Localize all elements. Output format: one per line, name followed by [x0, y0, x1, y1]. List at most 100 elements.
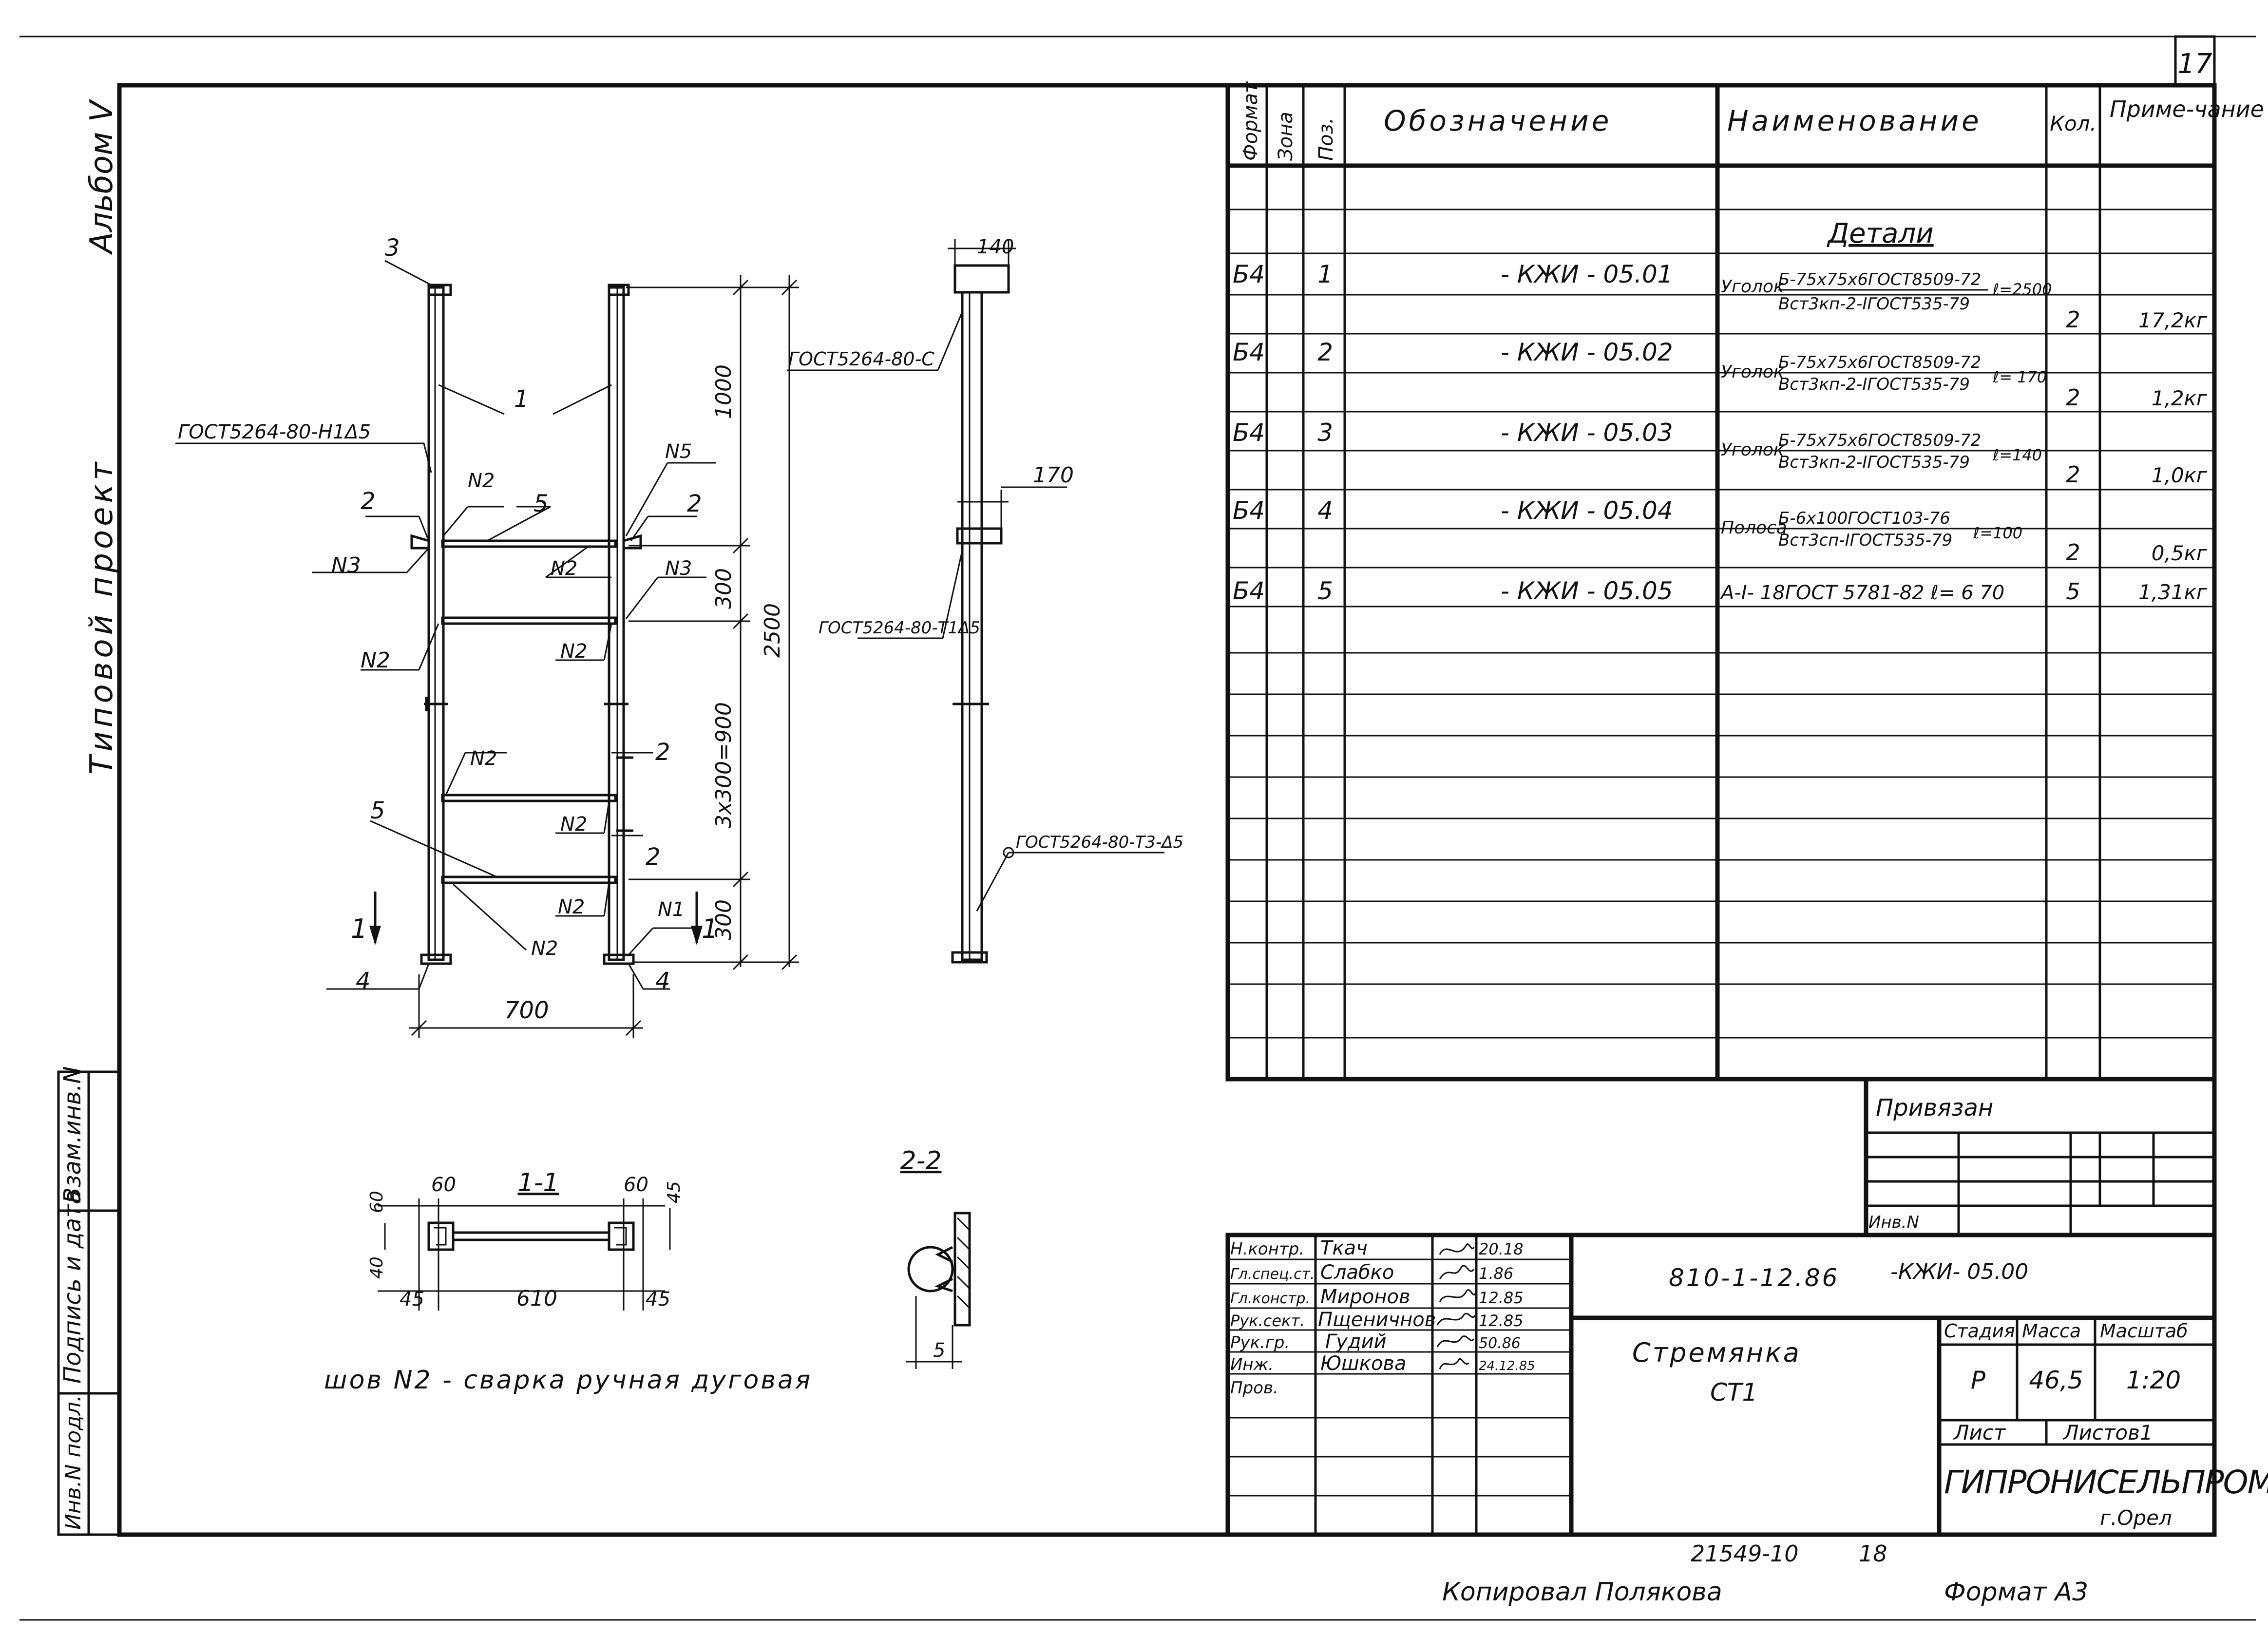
pos-label-3: 3 — [385, 234, 400, 262]
row4-name-prefix: Полоса — [1721, 518, 1787, 538]
signature-row: Рук.сект. Пщеничнов 12.85 — [1230, 1309, 1524, 1331]
row2-name-line2: Вст3кп-2-IГОСТ535-79 — [1778, 375, 1970, 394]
row4-length: ℓ=100 — [1973, 524, 2022, 542]
row1-format: Б4 — [1233, 260, 1265, 288]
dim-3x300: 3х300=900 — [711, 702, 736, 828]
section-1-1-title: 1-1 — [518, 1168, 559, 1198]
handwritten-signature — [1439, 1358, 1469, 1369]
row4-format: Б4 — [1233, 496, 1265, 525]
sig-role-2: Гл.констр. — [1230, 1290, 1310, 1307]
sig-name-1: Слабко — [1320, 1261, 1394, 1284]
spec-table-border — [1225, 83, 2217, 1082]
row4-designation: - КЖИ - 05.04 — [1501, 496, 1673, 525]
copied-by: Копировал Полякова — [1442, 1578, 1722, 1607]
signature-row: Гл.спец.ст. Слабко 1.86 — [1230, 1261, 1513, 1284]
gost-weld-1: ГОСТ5264-80-Н1Δ5 — [178, 421, 371, 443]
pos-label-5a: 5 — [534, 490, 549, 517]
org-name: ГИПРОНИСЕЛЬПРОМ — [1944, 1464, 2268, 1501]
title-line2: СТ1 — [1710, 1378, 1757, 1407]
sig-name-3: Пщеничнов — [1318, 1309, 1436, 1331]
row3-note: 1,0кг — [2152, 463, 2208, 487]
vzam-inv-label: Взам.инв.N — [59, 1066, 86, 1203]
dim-5: 5 — [933, 1339, 945, 1362]
section-2-2-title: 2-2 — [900, 1146, 942, 1176]
row1-length: ℓ=2500 — [1992, 280, 2052, 299]
dim-610: 610 — [516, 1286, 557, 1311]
row4-pos: 4 — [1317, 496, 1333, 525]
ladder-front-view — [410, 284, 642, 965]
inv-podl-label: Инв.N подл. — [61, 1395, 86, 1530]
row1-name-prefix: Уголок — [1721, 277, 1784, 297]
row3-length: ℓ=140 — [1992, 446, 2042, 464]
gost-weld-3: ГОСТ5264-80-Т1Δ5 — [819, 618, 980, 638]
handwritten-signature — [1436, 1312, 1476, 1326]
dim-170: 170 — [1033, 463, 1074, 488]
sig-role-4: Рук.гр. — [1230, 1333, 1290, 1352]
sig-role-5: Инж. — [1230, 1355, 1274, 1374]
row2-format: Б4 — [1233, 338, 1265, 366]
col-note-header: Приме-чание — [2110, 96, 2264, 122]
row5-qty: 5 — [2066, 578, 2080, 605]
signature-row: Пров. — [1230, 1378, 1278, 1398]
row2-name-prefix: Уголок — [1721, 362, 1784, 382]
dim-2500: 2500 — [760, 603, 785, 658]
sig-name-0: Ткач — [1320, 1237, 1368, 1259]
view-mark-left: 1 — [351, 892, 381, 945]
doc-code-suffix: -КЖИ- 05.00 — [1890, 1259, 2028, 1284]
signature-row: Инж. Юшкова 24.12.85 — [1230, 1352, 1535, 1375]
gost-weld-2: ГОСТ5264-80-С — [788, 348, 934, 370]
table-row: Б4 5 - КЖИ - 05.05 А-I- 18ГОСТ 5781-82 ℓ… — [1233, 577, 2208, 605]
row1-name-line1: Б-75х75х6ГОСТ8509-72 — [1778, 270, 1981, 289]
handwritten-signature — [1439, 1265, 1475, 1279]
stage-header: Стадия — [1944, 1320, 2015, 1342]
table-row: Б4 3 - КЖИ - 05.03 Уголок Б-75х75х6ГОСТ8… — [1233, 418, 2208, 488]
format-label: Формат А3 — [1944, 1578, 2088, 1607]
weld-n3-left: N3 — [331, 553, 361, 578]
signature-row: Н.контр. Ткач 20.18 — [1230, 1237, 1524, 1259]
stage-value: Р — [1971, 1366, 1986, 1394]
signature-row: Рук.гр. Гудий 50.86 — [1230, 1331, 1521, 1353]
row1-pos: 1 — [1317, 260, 1333, 288]
sig-date-2: 12.85 — [1479, 1289, 1524, 1307]
row2-name-line1: Б-75х75х6ГОСТ8509-72 — [1778, 353, 1981, 372]
col-format-header: Формат — [1239, 81, 1262, 161]
handwritten-signature — [1439, 1289, 1476, 1302]
sig-role-0: Н.контр. — [1230, 1239, 1304, 1259]
title-line1: Стремянка — [1632, 1337, 1801, 1368]
pos-label-5b: 5 — [370, 797, 385, 824]
view-mark-right: 1 — [691, 892, 718, 945]
doc-code: 810-1-12.86 — [1669, 1264, 1839, 1292]
row3-format: Б4 — [1233, 418, 1265, 447]
sheet-label: Лист — [1953, 1421, 2006, 1445]
col-pos-header: Поз. — [1315, 117, 1337, 161]
dim-1000: 1000 — [711, 364, 736, 419]
weld-circle-marker — [1003, 847, 1014, 858]
dim-60c: 60 — [367, 1191, 387, 1213]
side-view-leaders — [787, 311, 1164, 912]
mass-value: 46,5 — [2029, 1366, 2083, 1394]
sig-date-4: 50.86 — [1479, 1335, 1521, 1352]
sig-date-5: 24.12.85 — [1479, 1359, 1535, 1373]
weld-n2-r4: N2 — [558, 896, 585, 918]
dim-40: 40 — [367, 1256, 387, 1279]
pos-label-4b: 4 — [655, 968, 670, 995]
row1-name-line2: Вст3кп-2-IГОСТ535-79 — [1778, 294, 1970, 314]
col-qty-header: Кол. — [2050, 112, 2096, 135]
weld-n2-bottom: N2 — [531, 937, 558, 960]
row4-name-line1: Б-6х100ГОСТ103-76 — [1778, 509, 1950, 528]
org-city: г.Орел — [2100, 1506, 2172, 1530]
row3-name-line1: Б-75х75х6ГОСТ8509-72 — [1778, 431, 1981, 450]
row5-note: 1,31кг — [2138, 580, 2208, 604]
pos-label-2d: 2 — [646, 843, 661, 871]
handwritten-signature — [1436, 1335, 1475, 1348]
weld-n3-right: N3 — [665, 557, 692, 580]
spec-table — [1225, 83, 2217, 1082]
signature-row: Гл.констр. Миронов 12.85 — [1230, 1286, 1524, 1308]
scale-header: Масштаб — [2100, 1320, 2188, 1342]
pos-label-4a: 4 — [356, 968, 371, 995]
col-designation-header: Обозначение — [1384, 104, 1612, 137]
table-row: Б4 2 - КЖИ - 05.02 Уголок Б-75х75х6ГОСТ8… — [1233, 338, 2208, 411]
row2-note: 1,2кг — [2152, 386, 2208, 410]
project-type-label: Типовой проект — [84, 458, 120, 775]
row3-qty: 2 — [2066, 461, 2080, 488]
